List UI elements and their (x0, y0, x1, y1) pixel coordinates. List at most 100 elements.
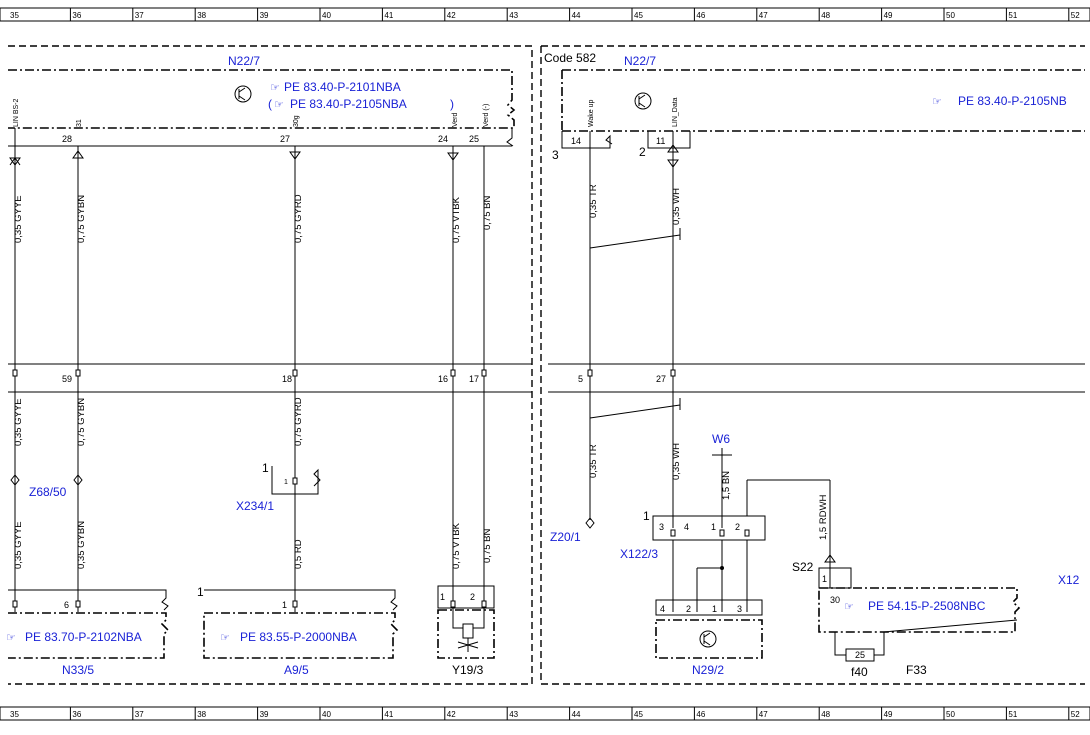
ruler-number: 38 (197, 11, 206, 20)
ruler-number: 42 (447, 710, 456, 719)
svg-text:2: 2 (735, 522, 740, 532)
hand-pointer-icon: ☞ (6, 632, 16, 644)
ruler-number: 50 (946, 11, 955, 20)
ruler-number: 36 (72, 710, 81, 719)
svg-text:30g: 30g (293, 115, 300, 127)
svg-text:1: 1 (712, 604, 717, 614)
ruler-number: 38 (197, 710, 206, 719)
svg-text:1: 1 (440, 592, 445, 602)
svg-text:0,75 GYRD: 0,75 GYRD (293, 194, 304, 243)
svg-text:17: 17 (469, 374, 479, 384)
ruler-number: 46 (696, 11, 705, 20)
wire-col-44: 0,35 TR 0,35 TR (585, 131, 599, 529)
ruler-number: 45 (634, 710, 643, 719)
svg-text:1: 1 (643, 509, 650, 523)
y19-3-valve: 1 2 (437, 585, 495, 659)
hand-pointer-icon: ☞ (220, 632, 230, 644)
wire-col-45: 0,35 WH 0,35 WH (667, 131, 682, 528)
ruler-number: 37 (135, 710, 144, 719)
hand-pointer-icon: ☞ (270, 82, 280, 94)
svg-text:0,75 GYBN: 0,75 GYBN (76, 398, 87, 446)
ruler-number: 36 (72, 11, 81, 20)
n33-5-module: 6 ☞ PE 83.70-P-2102NBA (6, 589, 170, 659)
ruler-number: 35 (10, 11, 19, 20)
n22-right-sub2 (647, 131, 691, 149)
svg-text:0,75 BN: 0,75 BN (482, 529, 493, 563)
ref-2101-link[interactable]: PE 83.40-P-2101NBA (284, 80, 401, 94)
svg-text:1,5 BN: 1,5 BN (721, 471, 732, 500)
svg-text:59: 59 (62, 374, 72, 384)
ref-2105-right-link[interactable]: PE 83.40-P-2105NB (958, 94, 1067, 108)
f33-label: F33 (906, 663, 927, 677)
w6-ground (712, 448, 732, 528)
ruler-number: 51 (1008, 710, 1017, 719)
paren-close: ) (450, 97, 454, 111)
n22-right-box (561, 69, 1085, 132)
ref-2102-link[interactable]: PE 83.70-P-2102NBA (25, 630, 142, 644)
n29-2-module: 4 2 1 3 (655, 599, 763, 659)
x234-1-label: X234/1 (236, 499, 274, 513)
ruler-number: 41 (384, 11, 393, 20)
ruler-number: 37 (135, 11, 144, 20)
transistor-icon (634, 92, 652, 110)
svg-text:Verd (-): Verd (-) (483, 104, 490, 127)
wire-col-42b: 0,75 BN 0,75 BN (481, 146, 493, 612)
ref-2105-link[interactable]: PE 83.40-P-2105NBA (290, 97, 407, 111)
ruler-number: 41 (384, 710, 393, 719)
svg-text:31: 31 (76, 119, 83, 127)
ref-2000-link[interactable]: PE 83.55-P-2000NBA (240, 630, 357, 644)
ref-2508-link[interactable]: PE 54.15-P-2508NBC (868, 599, 986, 613)
n22-left-label: N22/7 (228, 54, 260, 68)
n29-2-label: N29/2 (692, 663, 724, 677)
s22-box (818, 567, 852, 589)
ruler-number: 35 (10, 710, 19, 719)
x234-1-connector: 1 1 (262, 461, 321, 495)
svg-text:0,75 GYBN: 0,75 GYBN (76, 195, 87, 243)
wire-col-36: 0,75 GYBN 0,75 GYBN 0,35 GYBN (72, 146, 87, 612)
svg-text:25: 25 (469, 134, 479, 144)
svg-text:0,5 RD: 0,5 RD (293, 539, 304, 569)
y19-3-label: Y19/3 (452, 663, 484, 677)
f40-label: f40 (851, 665, 868, 679)
s22-label: S22 (792, 560, 814, 574)
svg-text:11: 11 (656, 136, 665, 146)
svg-text:0,35 TR: 0,35 TR (588, 184, 599, 218)
svg-text:LIN_Data: LIN_Data (672, 97, 679, 127)
ruler-number: 46 (696, 710, 705, 719)
ruler-number: 43 (509, 11, 518, 20)
n29-wiring (672, 479, 830, 612)
svg-text:0,75 BN: 0,75 BN (482, 196, 493, 230)
svg-text:14: 14 (571, 136, 581, 146)
fuse-f40 (845, 648, 875, 662)
code-label: Code 582 (544, 51, 596, 65)
svg-text:1: 1 (262, 461, 269, 475)
svg-text:0,75 GYRD: 0,75 GYRD (293, 397, 304, 446)
ruler-number: 40 (322, 710, 331, 719)
svg-text:3: 3 (659, 522, 664, 532)
svg-text:18: 18 (282, 374, 292, 384)
svg-text:1: 1 (822, 574, 827, 584)
paren-open: ( (268, 97, 272, 111)
ruler-number: 52 (1071, 710, 1080, 719)
hand-pointer-icon: ☞ (274, 99, 284, 111)
svg-text:0,35 TR: 0,35 TR (588, 444, 599, 478)
ruler-number: 44 (572, 11, 581, 20)
svg-text:0,35 WH: 0,35 WH (671, 188, 682, 225)
ruler-number: 44 (572, 710, 581, 719)
x122-3-connector: 1 3 4 1 2 (643, 509, 766, 541)
ruler-number: 49 (884, 11, 893, 20)
svg-text:0,75 VTBK: 0,75 VTBK (451, 522, 462, 569)
svg-text:6: 6 (64, 600, 69, 610)
svg-text:1: 1 (284, 479, 288, 486)
wire-col-39: 0,75 GYRD 0,75 GYRD 0,5 RD (289, 146, 304, 612)
ruler-number: 52 (1071, 11, 1080, 20)
z68-50-label: Z68/50 (29, 485, 67, 499)
svg-text:1: 1 (282, 600, 287, 610)
ruler-number: 45 (634, 11, 643, 20)
hand-pointer-icon: ☞ (932, 96, 942, 108)
svg-text:2: 2 (639, 145, 646, 159)
